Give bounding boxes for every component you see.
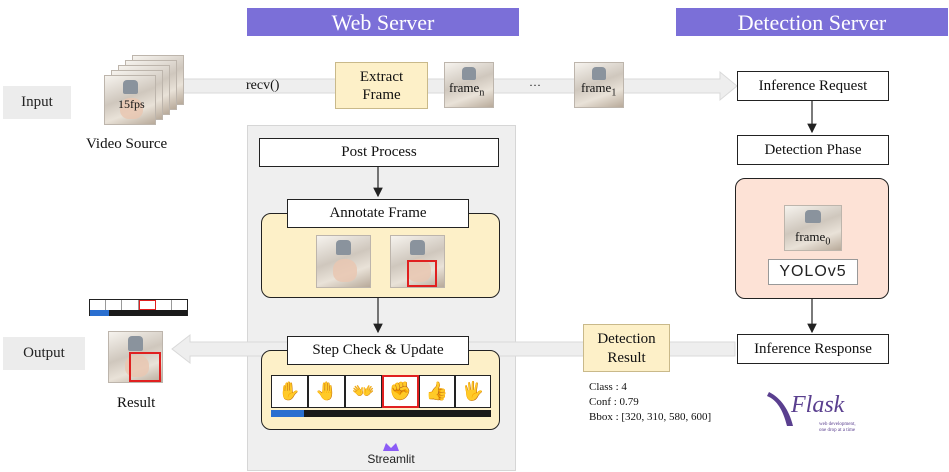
frame-0-thumbnail: frame0 — [784, 205, 842, 251]
video-source: 15fps — [104, 55, 184, 125]
frame-1-label: frame — [581, 80, 612, 95]
bbox-highlight — [407, 260, 437, 287]
yolo-logo: YOLOv5 — [768, 259, 858, 285]
inference-request-box: Inference Request — [737, 71, 889, 101]
gesture-step-3-icon: 👐 — [345, 375, 382, 408]
gesture-step-4-icon: ✊ — [382, 375, 419, 408]
bbox-line: Bbox : [320, 310, 580, 600] — [589, 411, 712, 423]
frame-n-label: frame — [449, 80, 480, 95]
result-caption: Result — [117, 395, 156, 411]
streamlit-crown-icon — [383, 443, 399, 451]
flask-horn-icon — [767, 392, 793, 426]
annotate-frame-box: Annotate Frame — [287, 199, 469, 228]
extract-frame-box: Extract Frame — [335, 62, 428, 109]
gesture-step-1-icon: ✋ — [271, 375, 308, 408]
detection-result-details: Class : 4 Conf : 0.79 Bbox : [320, 310, … — [589, 380, 711, 425]
gesture-strip: ✋ 🤚 👐 ✊ 👍 🖐 — [271, 375, 491, 408]
result-frame — [108, 331, 163, 383]
streamlit-wordmark: Streamlit — [367, 452, 415, 466]
result-progress-fill — [90, 310, 110, 316]
output-label: Output — [3, 337, 85, 370]
detection-phase-box: Detection Phase — [737, 135, 889, 165]
post-process-box: Post Process — [259, 138, 499, 167]
frame-n-thumbnail: framen — [444, 62, 494, 108]
flask-logo: Flask web development, one drop at a tim… — [763, 390, 863, 440]
annotated-frame-after — [390, 235, 445, 288]
flask-tagline: web development, one drop at a time — [819, 422, 856, 433]
input-label: Input — [3, 86, 71, 119]
result-progress-bar — [90, 310, 187, 316]
class-line: Class : 4 — [589, 381, 627, 393]
recv-label: recv() — [246, 78, 280, 93]
result-bbox-highlight — [129, 352, 161, 382]
streamlit-logo: Streamlit — [356, 440, 426, 470]
step-progress-fill — [271, 410, 304, 417]
frame-ellipsis: ··· — [529, 78, 541, 92]
detection-model-panel: frame0 YOLOv5 — [735, 178, 889, 299]
flask-wordmark: Flask — [791, 392, 845, 418]
detection-server-header: Detection Server — [676, 8, 948, 36]
fps-label: 15fps — [118, 97, 145, 111]
web-server-header: Web Server — [247, 8, 519, 36]
frame-1-thumbnail: frame1 — [574, 62, 624, 108]
gesture-step-2-icon: 🤚 — [308, 375, 345, 408]
result-mini-strip — [89, 299, 188, 316]
gesture-step-5-icon: 👍 — [419, 375, 455, 408]
frame-0-label: frame — [795, 229, 826, 244]
step-progress-bar — [271, 410, 491, 417]
inference-response-box: Inference Response — [737, 334, 889, 364]
frame-1-sub: 1 — [611, 87, 617, 99]
conf-line: Conf : 0.79 — [589, 396, 639, 408]
video-source-caption: Video Source — [86, 136, 168, 152]
frame-0-sub: 0 — [825, 236, 831, 248]
frame-n-sub: n — [479, 87, 485, 99]
gesture-step-6-icon: 🖐 — [455, 375, 491, 408]
step-check-box: Step Check & Update — [287, 336, 469, 365]
annotated-frame-before — [316, 235, 371, 288]
detection-result-box: Detection Result — [583, 324, 670, 372]
